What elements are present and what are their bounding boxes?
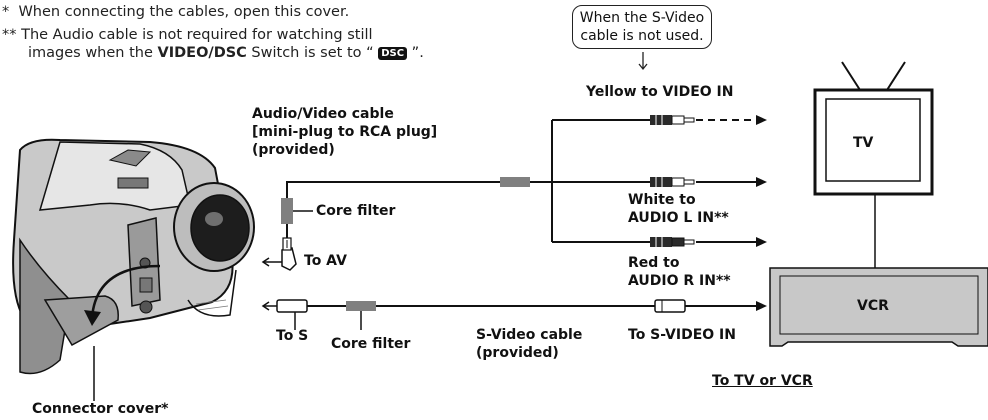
s-video-plug-tv	[654, 299, 686, 313]
core-filter-av	[281, 198, 293, 224]
label-av-cable-1: Audio/Video cable	[252, 106, 394, 122]
s-video-plug-camera	[276, 299, 308, 313]
label-to-s: To S	[276, 328, 309, 344]
label-s-video-cable-2: (provided)	[476, 345, 559, 361]
label-to-s-video-in: To S-VIDEO IN	[628, 327, 736, 343]
note-audio-text-2c: ”.	[407, 45, 424, 61]
note-audio-line-2: images when the VIDEO/DSC Switch is set …	[28, 44, 424, 62]
note-audio-switch: VIDEO/DSC	[157, 45, 247, 61]
av-mini-plug	[281, 247, 297, 271]
label-red-2: AUDIO R IN**	[628, 273, 731, 289]
core-filter-s-video	[346, 301, 376, 311]
bubble-line-2: cable is not used.	[580, 28, 704, 44]
note-audio: ** The Audio cable is not required for w…	[2, 26, 373, 44]
lens-icon	[190, 194, 250, 262]
cover-open-arrow	[90, 264, 161, 319]
tv-icon	[813, 61, 934, 268]
label-yellow: Yellow to VIDEO IN	[586, 84, 734, 100]
label-core-filter-top: Core filter	[316, 203, 396, 219]
note-cover-marker: *	[2, 4, 10, 20]
label-tv: TV	[853, 135, 874, 151]
label-white-1: White to	[628, 192, 696, 208]
camcorder	[12, 138, 255, 375]
dsc-badge: DSC	[378, 47, 408, 60]
label-connector-cover: Connector cover*	[32, 401, 169, 417]
rca-plug-white	[650, 177, 695, 187]
label-av-cable-3: (provided)	[252, 142, 335, 158]
label-to-tv-or-vcr: To TV or VCR	[712, 373, 813, 389]
note-audio-text-1: The Audio cable is not required for watc…	[21, 27, 373, 43]
label-to-av: To AV	[304, 253, 347, 269]
s-video-note-bubble: When the S-Video cable is not used.	[572, 5, 712, 49]
bubble-line-1: When the S-Video	[579, 10, 705, 26]
note-audio-marker: **	[2, 27, 17, 43]
label-av-cable-2: [mini-plug to RCA plug]	[252, 124, 438, 140]
label-s-video-cable-1: S-Video cable	[476, 327, 583, 343]
label-white-2: AUDIO L IN**	[628, 210, 729, 226]
av-cable-junction	[500, 177, 530, 187]
rca-plug-red	[650, 237, 695, 247]
note-audio-text-2a: images when the	[28, 45, 158, 61]
note-audio-text-2b: Switch is set to “	[246, 45, 379, 61]
label-red-1: Red to	[628, 255, 680, 271]
label-vcr: VCR	[857, 298, 889, 314]
note-cover: * When connecting the cables, open this …	[2, 3, 349, 21]
label-core-filter-bottom: Core filter	[331, 336, 411, 352]
note-cover-text: When connecting the cables, open this co…	[18, 4, 350, 20]
rca-plug-yellow	[650, 115, 695, 125]
vcr-icon	[769, 267, 988, 347]
